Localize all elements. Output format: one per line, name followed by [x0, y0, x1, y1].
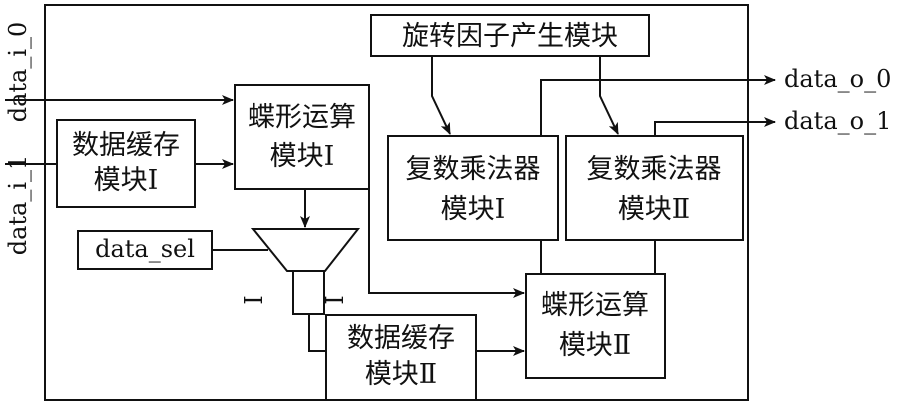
data-buffer-1-line2: 模块Ⅰ [94, 165, 159, 196]
arrow-twiddle-to-cmul1 [431, 56, 451, 135]
complex-multiplier-1-line2: 模块Ⅰ [441, 194, 506, 225]
data-buffer-2-line1: 数据缓存 [347, 323, 455, 354]
complex-multiplier-2-line2: 模块Ⅱ [618, 194, 690, 225]
data-buffer-1-line1: 数据缓存 [72, 130, 180, 161]
output-label-data-o-1: data_o_1 [784, 107, 891, 135]
data-buffer-2-box [325, 314, 477, 401]
data-sel-box [77, 230, 213, 270]
butterfly-1-line1: 蝶形运算 [248, 102, 356, 133]
data-sel-label: data_sel [95, 235, 195, 263]
complex-multiplier-1-box [387, 135, 559, 241]
data-buffer-1-box [56, 119, 196, 208]
complex-multiplier-1-line1: 复数乘法器 [406, 154, 541, 185]
arrow-cmul1-to-data-o-0 [540, 75, 776, 136]
arrow-butterfly1-to-butterfly2 [368, 189, 525, 298]
output-label-data-o-0: data_o_0 [784, 65, 891, 93]
input-label-data-i-1: data_i_1 [4, 155, 32, 256]
data-buffer-2-line2: 模块Ⅱ [365, 359, 437, 390]
input-label-data-i-0: data_i_0 [4, 22, 32, 123]
twiddle-factor-generator-label: 旋转因子产生模块 [402, 21, 618, 52]
butterfly-1-box [234, 84, 370, 190]
butterfly-2-line2: 模块Ⅱ [559, 330, 631, 361]
line-demux-to-buffer2 [308, 314, 326, 352]
butterfly-1-line2: 模块Ⅰ [270, 141, 335, 172]
butterfly-2-box [525, 273, 666, 379]
butterfly-2-line1: 蝶形运算 [541, 290, 649, 321]
complex-multiplier-2-box [565, 135, 744, 241]
demux-port-label-1: I [240, 295, 268, 304]
complex-multiplier-2-line1: 复数乘法器 [587, 154, 722, 185]
twiddle-factor-generator-box [370, 14, 650, 57]
demux-port-label-2: I [321, 295, 349, 304]
demux-selector [250, 228, 361, 272]
demux-output-ports [292, 270, 325, 315]
arrow-twiddle-to-cmul2 [599, 56, 619, 135]
arrow-cmul2-to-data-o-1 [654, 117, 776, 136]
